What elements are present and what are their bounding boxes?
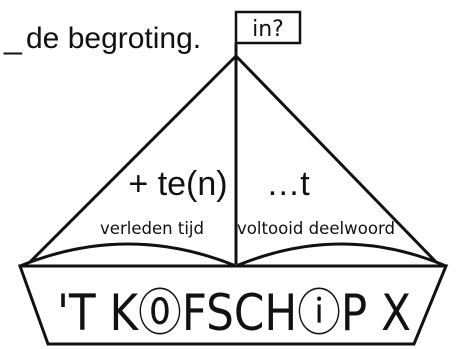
flag-box [234,10,302,45]
flag-label: in? [252,17,284,42]
left-sail-rule: + te(n) [128,165,227,203]
right-sail-edge [234,54,438,264]
sentence-text: de begroting. [26,22,201,55]
right-deck-arc [235,242,447,268]
left-deck-arc [19,242,237,268]
hull-mnemonic: 'T K⓪FSCHⓘP X [57,284,411,342]
sentence-blank: _ [3,19,23,55]
right-sail-caption: voltooid deelwoord [237,219,395,239]
right-sail-rule: …t [266,165,310,203]
ship-hull [17,264,449,346]
left-sail-caption: verleden tijd [100,219,204,239]
left-sail-edge [28,54,238,264]
